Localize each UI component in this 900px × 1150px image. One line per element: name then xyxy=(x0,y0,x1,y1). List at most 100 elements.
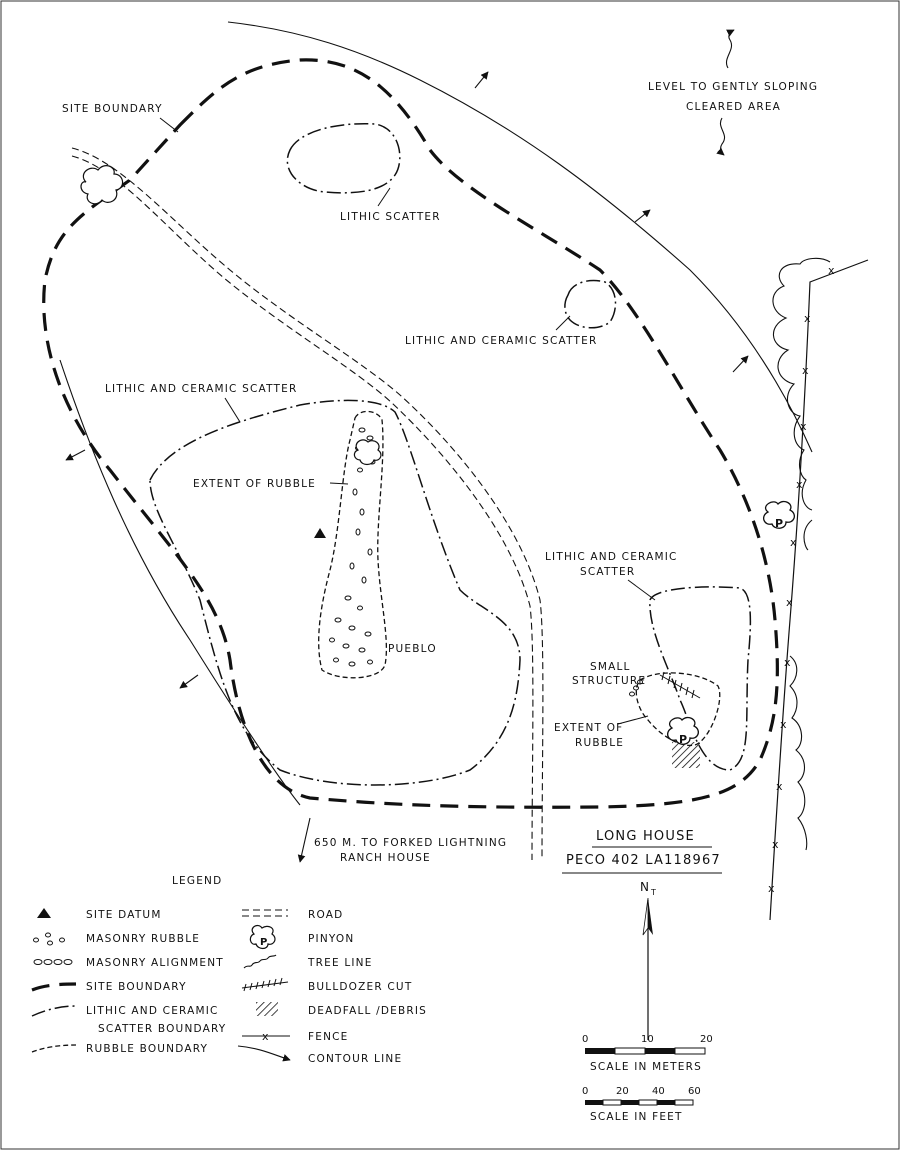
scale-feet-tick: 60 xyxy=(688,1086,701,1097)
legend-label: FENCE xyxy=(308,1031,349,1043)
legend-label: RUBBLE BOUNDARY xyxy=(86,1043,208,1055)
bulldozer-cut-icon xyxy=(241,977,289,992)
pinyon-marker: P xyxy=(679,733,687,746)
lithic-ceramic-scatter-large xyxy=(149,399,521,786)
tree-cluster xyxy=(80,165,124,205)
contour-arrow-1 xyxy=(474,71,489,89)
tree-line xyxy=(772,257,831,851)
legend-label: TREE LINE xyxy=(307,957,373,969)
legend-label-cont: SCATTER BOUNDARY xyxy=(98,1023,226,1035)
fence-x: x xyxy=(796,478,803,491)
deadfall-icon xyxy=(256,1002,278,1016)
direction-note-line-1: 650 M. TO FORKED LIGHTNING xyxy=(314,837,507,849)
bulldozer-cut xyxy=(659,671,701,699)
label-small-structure-1: SMALL xyxy=(590,661,631,673)
deadfall-debris xyxy=(672,742,700,768)
fence-x: x xyxy=(828,264,835,277)
legend-label: CONTOUR LINE xyxy=(308,1053,402,1065)
contour-line-left xyxy=(59,359,301,806)
pinyon-tree: P xyxy=(762,500,796,530)
direction-note-line-2: RANCH HOUSE xyxy=(340,852,431,864)
road-icon xyxy=(242,909,288,917)
leader-line xyxy=(159,117,179,133)
north-label: N xyxy=(640,880,649,894)
masonry-rubble-icon xyxy=(33,932,65,946)
scale-feet-tick: 40 xyxy=(652,1086,665,1097)
squiggle-arrow-down xyxy=(716,117,726,156)
lithic-ceramic-scatter-small xyxy=(564,279,617,329)
legend-label: DEADFALL /DEBRIS xyxy=(308,1005,427,1017)
label-pueblo: PUEBLO xyxy=(388,643,437,655)
label-lithic-ceramic-lower-2: SCATTER xyxy=(580,566,635,578)
label-extent-of-rubble-lower-1: EXTENT OF xyxy=(554,722,623,734)
label-extent-of-rubble: EXTENT OF RUBBLE xyxy=(193,478,316,490)
scale-feet-tick: 20 xyxy=(616,1086,629,1097)
scale-feet: 0 20 40 60 SCALE IN FEET xyxy=(582,1086,701,1123)
map-title-line-1: LONG HOUSE xyxy=(596,829,695,844)
fence-x: x xyxy=(802,364,809,377)
fence-x: x xyxy=(784,656,791,669)
contour-arrow-2 xyxy=(634,209,651,223)
north-arrow: N T xyxy=(640,880,656,1040)
legend-label: BULLDOZER CUT xyxy=(308,981,412,993)
contour-arrow-4 xyxy=(65,449,86,461)
site-boundary-icon xyxy=(31,982,77,992)
fence-x: x xyxy=(800,420,807,433)
leader-line xyxy=(555,315,571,331)
legend-title: LEGEND xyxy=(172,875,222,887)
north-subscript: T xyxy=(650,888,656,897)
pinyon-marker: P xyxy=(775,517,783,530)
contour-line-top xyxy=(227,21,813,453)
leader-line xyxy=(329,482,349,485)
legend-label: ROAD xyxy=(308,909,343,921)
road xyxy=(71,147,544,861)
scale-meters-label: SCALE IN METERS xyxy=(590,1061,702,1073)
label-lithic-ceramic-scatter-left: LITHIC AND CERAMIC SCATTER xyxy=(105,383,297,395)
label-extent-of-rubble-lower-2: RUBBLE xyxy=(575,737,624,749)
scale-meters: 0 10 20 SCALE IN METERS xyxy=(582,1034,713,1073)
fence-x: x xyxy=(786,596,793,609)
top-note-line-1: LEVEL TO GENTLY SLOPING xyxy=(648,81,818,93)
site-datum-icon xyxy=(314,528,326,538)
label-site-boundary: SITE BOUNDARY xyxy=(62,103,163,115)
leader-line xyxy=(377,187,391,207)
fence-x: x xyxy=(776,780,783,793)
scale-meters-tick: 0 xyxy=(582,1034,588,1045)
squiggle-arrow-up xyxy=(726,29,735,69)
pueblo-rubble-boundary xyxy=(318,410,388,679)
legend: LEGEND SITE DATUM MASONRY RUBBLE MASONRY… xyxy=(31,875,427,1065)
masonry-alignment xyxy=(629,679,643,697)
rubble-boundary-icon xyxy=(31,1044,77,1053)
label-lithic-ceramic-scatter-right: LITHIC AND CERAMIC SCATTER xyxy=(405,335,597,347)
contour-arrow-5 xyxy=(179,674,199,689)
label-small-structure-2: STRUCTURE xyxy=(572,675,646,687)
tree-line-icon xyxy=(243,954,277,969)
contour-line-icon xyxy=(237,1045,291,1062)
legend-label: SITE BOUNDARY xyxy=(86,981,187,993)
scale-feet-label: SCALE IN FEET xyxy=(590,1111,683,1123)
site-boundary xyxy=(42,58,779,809)
scatter-boundary-icon xyxy=(31,1005,77,1017)
top-note-line-2: CLEARED AREA xyxy=(686,101,781,113)
legend-label: SITE DATUM xyxy=(86,909,162,921)
legend-label: PINYON xyxy=(308,933,354,945)
fence-x: x xyxy=(772,838,779,851)
scale-meters-tick: 10 xyxy=(641,1034,654,1045)
site-datum-icon xyxy=(37,908,51,918)
fence-x: x xyxy=(768,882,775,895)
fence-x-markers: x x x x x x x x x x x x xyxy=(768,264,835,895)
contour-arrow-3 xyxy=(732,355,749,373)
legend-label: MASONRY RUBBLE xyxy=(86,933,200,945)
leader-line xyxy=(627,579,656,601)
lithic-ceramic-scatter-lower xyxy=(649,586,752,771)
label-lithic-ceramic-lower-1: LITHIC AND CERAMIC xyxy=(545,551,678,563)
fence-icon: x xyxy=(242,1030,290,1043)
leader-line xyxy=(224,397,241,423)
masonry-alignment-icon xyxy=(33,959,73,965)
svg-text:P: P xyxy=(260,937,267,948)
fence-x: x xyxy=(780,718,787,731)
legend-label: LITHIC AND CERAMIC xyxy=(86,1005,219,1017)
pinyon-tree: P xyxy=(666,716,700,746)
